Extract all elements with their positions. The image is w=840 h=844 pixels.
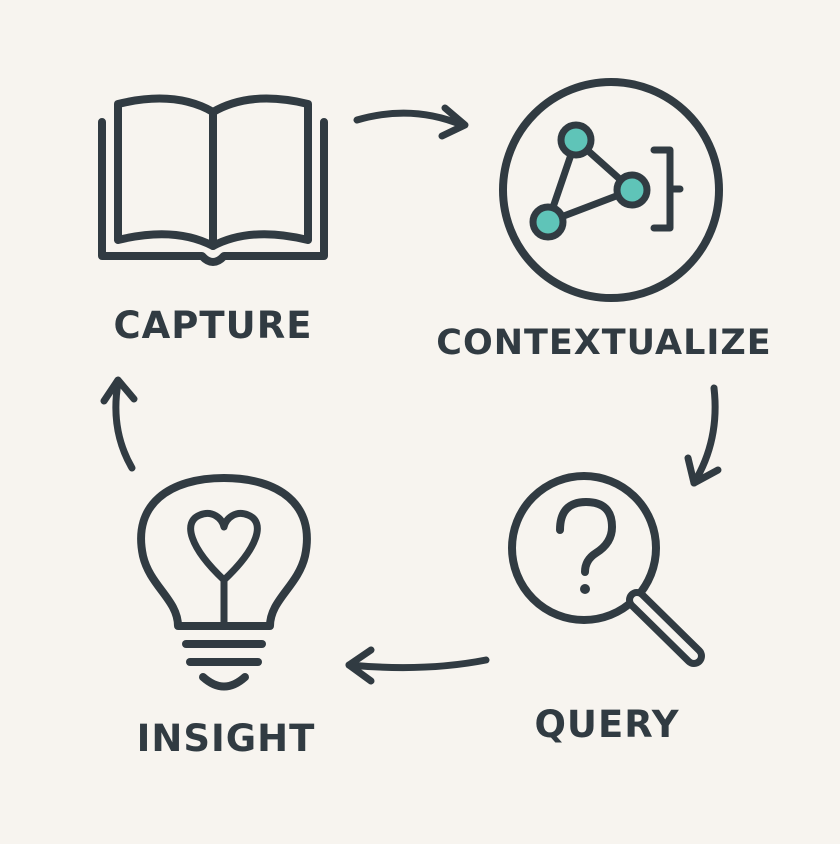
open-book-icon (98, 94, 328, 266)
arrow-contextualize-to-query (684, 384, 722, 487)
node-graph-icon (499, 78, 723, 302)
arrow-query-to-insight (345, 646, 490, 685)
arrow-insight-to-capture (100, 376, 138, 472)
lightbulb-heart-icon (137, 474, 311, 691)
step-label-query: QUERY (534, 703, 680, 746)
step-label-insight: INSIGHT (136, 717, 316, 760)
step-label-capture: CAPTURE (113, 304, 313, 347)
step-label-contextualize: CONTEXTUALIZE (436, 323, 772, 363)
magnifier-question-icon (508, 472, 705, 667)
arrow-capture-to-contextualize (353, 104, 469, 140)
